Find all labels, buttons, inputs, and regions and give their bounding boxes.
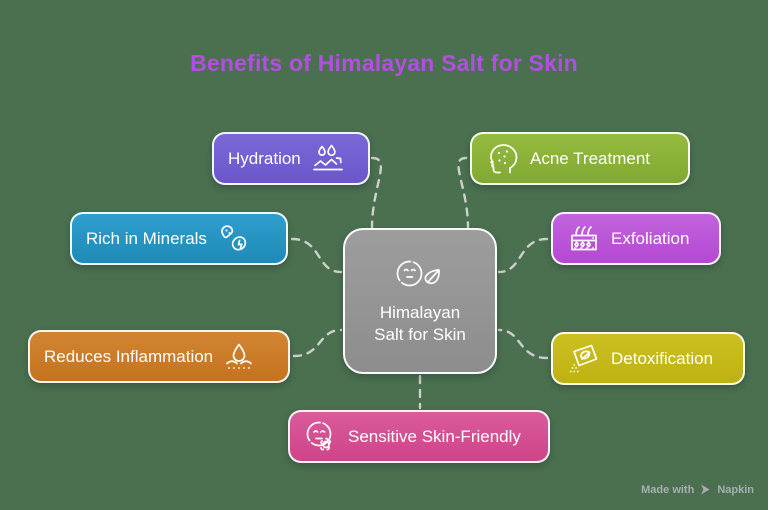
face-flower-gentle-icon: [306, 421, 332, 450]
center-node-label: Himalayan Salt for Skin: [374, 303, 466, 344]
node-rich-in-minerals[interactable]: Rich in Minerals: [70, 212, 288, 265]
napkin-watermark: Made with Napkin: [641, 483, 754, 496]
node-hydration[interactable]: Hydration: [212, 132, 370, 185]
node-exfoliation[interactable]: Exfoliation: [551, 212, 721, 265]
smiling-face-leaf-icon: [396, 260, 440, 287]
node-detoxification[interactable]: Detoxification: [551, 332, 745, 385]
node-hydration-label: Hydration: [228, 148, 301, 168]
node-acne-treatment-label: Acne Treatment: [530, 148, 651, 168]
node-rich-in-minerals-label: Rich in Minerals: [86, 228, 207, 248]
center-node-himalayan-salt-for-skin[interactable]: Himalayan Salt for Skin: [343, 228, 497, 374]
face-profile-acne-icon: [490, 143, 518, 173]
napkin-logo-icon: [701, 484, 710, 495]
connector-exfoliation: [497, 237, 549, 274]
node-reduces-inflammation-label: Reduces Inflammation: [44, 346, 214, 366]
skin-texture-scrub-icon: [571, 225, 597, 250]
node-sensitive-skin-friendly-label: Sensitive Skin-Friendly: [348, 426, 521, 446]
mineral-crystals-icon: [221, 224, 247, 251]
node-acne-treatment[interactable]: Acne Treatment: [470, 132, 690, 185]
connector-rich-in-minerals: [290, 237, 343, 274]
water-droplets-arrow-icon: [312, 144, 343, 170]
node-exfoliation-label: Exfoliation: [611, 228, 690, 248]
node-sensitive-skin-friendly[interactable]: Sensitive Skin-Friendly: [288, 410, 550, 463]
leaf-card-detox-icon: [569, 344, 598, 372]
connector-reduces-inflammation: [292, 328, 343, 358]
watermark-prefix: Made with: [641, 483, 695, 496]
droplet-skin-soothe-icon: [226, 343, 252, 369]
watermark-brand: Napkin: [717, 483, 754, 496]
connector-acne-treatment: [457, 156, 470, 230]
page-title: Benefits of Himalayan Salt for Skin: [190, 50, 578, 76]
node-reduces-inflammation[interactable]: Reduces Inflammation: [28, 330, 290, 383]
node-detoxification-label: Detoxification: [611, 348, 714, 368]
connector-hydration: [370, 156, 383, 230]
connector-detoxification: [497, 328, 549, 360]
